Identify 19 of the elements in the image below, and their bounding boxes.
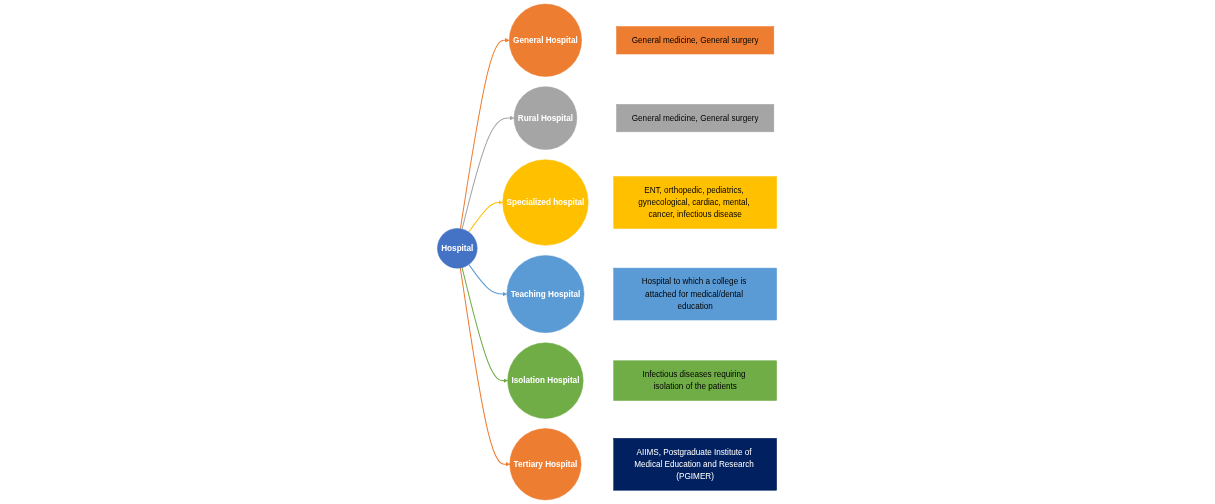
node-box: ENT, orthopedic, pediatrics, gynecological, cardiac, mental, cancer, infectious disease xyxy=(613,176,778,229)
node-box: Hospital to which a college is attached for medical/dental education xyxy=(613,267,778,321)
arrow xyxy=(460,38,510,230)
arrow xyxy=(462,115,515,230)
node-circle: Isolation Hospital xyxy=(507,342,584,419)
node-circle: Tertiary Hospital xyxy=(510,428,582,501)
arrow xyxy=(460,267,511,467)
node-circle: Specialized hospital xyxy=(502,159,589,246)
arrow xyxy=(468,263,508,297)
node-box: Infectious diseases requiring isolation of the patients xyxy=(613,360,778,401)
node-circle: Teaching Hospital xyxy=(507,255,585,333)
node-circle: Rural Hospital xyxy=(514,86,578,150)
node-box: General medicine, General surgery xyxy=(616,26,775,55)
arrow xyxy=(468,200,504,233)
arrow xyxy=(462,267,509,383)
node-circle: General Hospital xyxy=(509,3,583,77)
node-box: General medicine, General surgery xyxy=(616,104,775,133)
node-circle: Hospital xyxy=(437,228,478,269)
node-box: AIIMS, Postgraduate Institute of Medical Education and Research (PGIMER) xyxy=(613,438,778,491)
